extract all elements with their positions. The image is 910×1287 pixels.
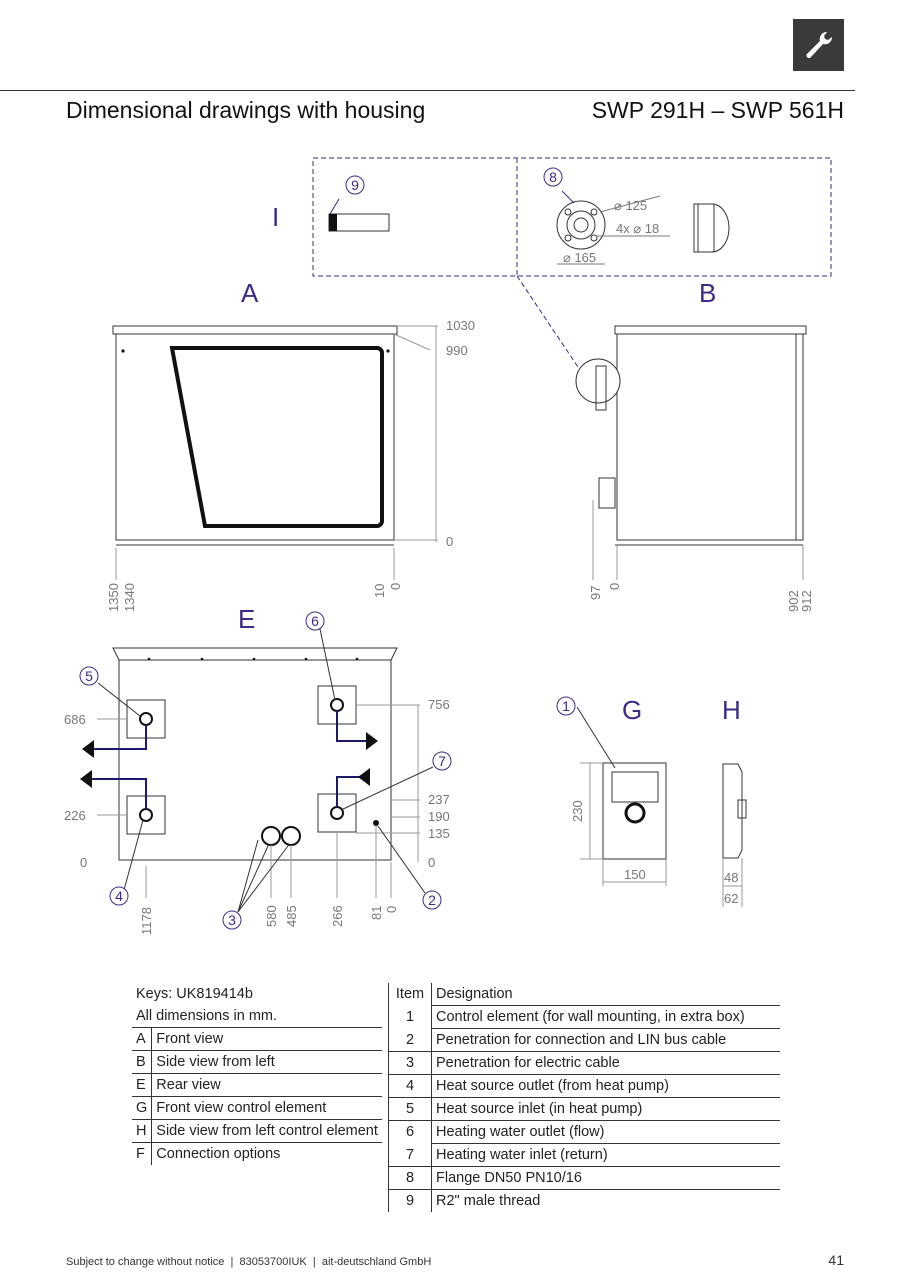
svg-text:912: 912 <box>799 590 814 612</box>
svg-text:135: 135 <box>428 826 450 841</box>
svg-text:7: 7 <box>438 753 446 769</box>
wrench-icon-badge <box>793 19 844 71</box>
svg-text:4x ⌀ 18: 4x ⌀ 18 <box>616 221 659 236</box>
svg-text:580: 580 <box>264 905 279 927</box>
col-item-header: Item <box>388 983 432 1006</box>
page-title: Dimensional drawings with housing <box>66 97 426 123</box>
callout-1: 1 <box>556 696 576 716</box>
model-range: SWP 291H – SWP 561H <box>591 97 844 123</box>
control-element-side <box>722 763 743 859</box>
front-view-housing <box>115 333 395 541</box>
detail-box-i <box>312 157 832 277</box>
svg-text:9: 9 <box>351 177 359 193</box>
svg-text:190: 190 <box>428 809 450 824</box>
svg-text:0: 0 <box>384 906 399 913</box>
svg-text:97: 97 <box>588 586 603 600</box>
svg-text:81: 81 <box>369 906 384 920</box>
callout-8: 8 <box>543 167 563 187</box>
svg-text:2: 2 <box>428 892 436 908</box>
svg-text:756: 756 <box>428 697 450 712</box>
svg-text:226: 226 <box>64 808 86 823</box>
svg-text:230: 230 <box>570 800 585 822</box>
page-number: 41 <box>828 1252 844 1268</box>
callout-4: 4 <box>109 886 129 906</box>
svg-text:990: 990 <box>446 343 468 358</box>
svg-text:266: 266 <box>330 905 345 927</box>
svg-text:0: 0 <box>428 855 435 870</box>
footer-text: Subject to change without notice | 83053… <box>66 1256 432 1268</box>
callout-6: 6 <box>305 611 325 631</box>
view-label-i: I <box>272 202 279 232</box>
svg-text:1340: 1340 <box>122 583 137 612</box>
dimensional-drawing: I ⌀ 125 4x ⌀ 18 ⌀ 165 A 1030 990 0 1350 … <box>64 157 832 935</box>
svg-text:48: 48 <box>724 870 738 885</box>
svg-text:902: 902 <box>786 590 801 612</box>
svg-text:1: 1 <box>562 698 570 714</box>
view-label-b: B <box>699 278 716 308</box>
control-element-front <box>602 762 667 860</box>
side-view-housing <box>616 333 804 541</box>
col-designation-header: Designation <box>431 983 780 1006</box>
svg-text:686: 686 <box>64 712 86 727</box>
view-label-h: H <box>722 695 741 725</box>
callout-2: 2 <box>422 890 442 910</box>
svg-text:4: 4 <box>115 888 123 904</box>
flange-part <box>556 200 606 250</box>
svg-text:0: 0 <box>446 534 453 549</box>
svg-text:485: 485 <box>284 905 299 927</box>
view-label-e: E <box>238 604 255 634</box>
callout-3: 3 <box>222 910 242 930</box>
svg-text:3: 3 <box>228 912 236 928</box>
svg-text:0: 0 <box>80 855 87 870</box>
svg-text:1030: 1030 <box>446 318 475 333</box>
keys-note: All dimensions in mm. <box>132 1005 382 1028</box>
male-thread-part <box>328 213 390 232</box>
callout-5: 5 <box>79 666 99 686</box>
svg-text:0: 0 <box>388 583 403 590</box>
svg-text:62: 62 <box>724 891 738 906</box>
svg-text:6: 6 <box>311 613 319 629</box>
svg-text:8: 8 <box>549 169 557 185</box>
svg-text:0: 0 <box>607 583 622 590</box>
keys-title: Keys: UK819414b <box>136 986 253 1002</box>
svg-text:150: 150 <box>624 867 646 882</box>
view-label-a: A <box>241 278 259 308</box>
svg-text:5: 5 <box>85 668 93 684</box>
callout-7: 7 <box>432 751 452 771</box>
wrench-icon <box>806 31 832 59</box>
callout-9: 9 <box>345 175 365 195</box>
svg-text:237: 237 <box>428 792 450 807</box>
svg-text:10: 10 <box>372 584 387 598</box>
header-rule <box>0 90 855 91</box>
svg-text:1178: 1178 <box>139 907 154 935</box>
svg-text:⌀ 165: ⌀ 165 <box>563 250 596 265</box>
view-label-g: G <box>622 695 642 725</box>
svg-text:1350: 1350 <box>106 583 121 612</box>
dim-d125: ⌀ 125 <box>614 198 647 213</box>
